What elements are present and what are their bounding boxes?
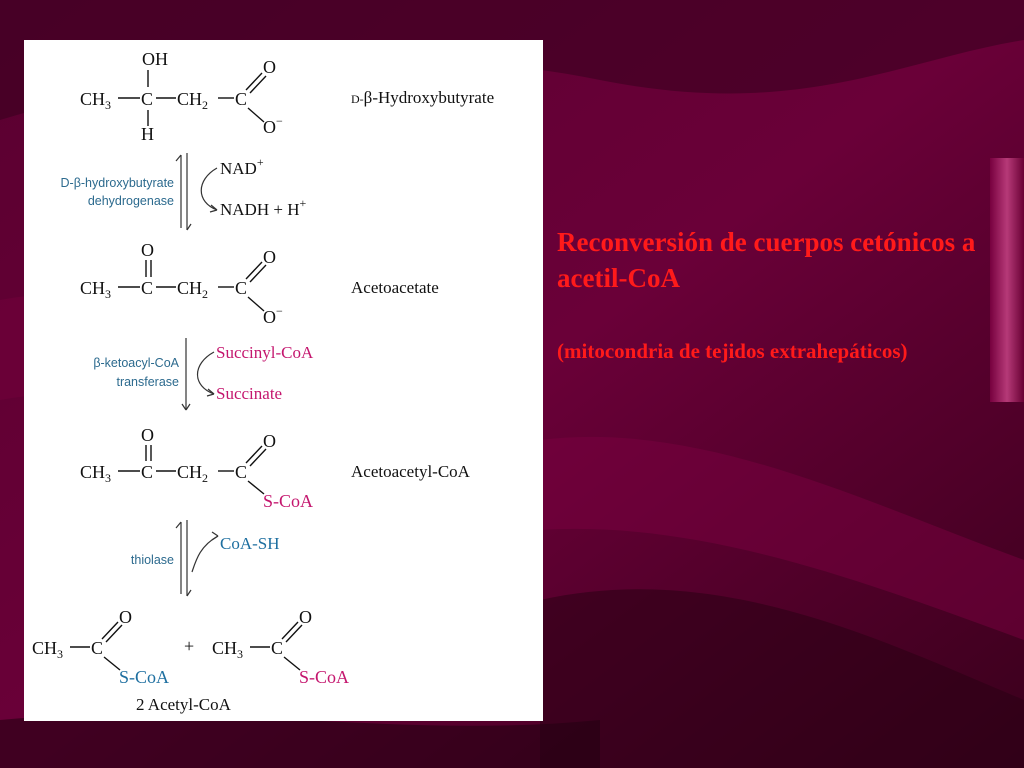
carbonyl-o-label: O [299, 607, 312, 627]
compound-name-acetyl-coa: 2 Acetyl-CoA [136, 695, 232, 714]
c-label: C [141, 278, 153, 298]
oh-label: OH [142, 49, 168, 69]
acetyl-coa-structure-2: CH3 C O S-CoA [212, 607, 349, 687]
ch3-label: CH3 [80, 462, 111, 485]
compound-name-hydroxybutyrate: D-β-Hydroxybutyrate [351, 88, 494, 107]
ch2-label: CH2 [177, 278, 208, 301]
ketone-o-label: O [141, 240, 154, 260]
cofactor-out-nadh: NADH + H+ [220, 196, 306, 219]
c-label: C [141, 89, 153, 109]
ch3-label: CH3 [80, 278, 111, 301]
cofactor-in-nad: NAD+ [220, 155, 264, 178]
compound-name-acetoacetyl-coa: Acetoacetyl-CoA [351, 462, 471, 481]
carbonyl-o-label: O [263, 247, 276, 267]
acetoacetyl-coa-structure: O CH3 C CH2 C O S-CoA [80, 425, 313, 511]
h-label: H [141, 124, 154, 144]
compound-name-acetoacetate: Acetoacetate [351, 278, 439, 297]
c-label: C [271, 638, 283, 658]
carboxyl-c-label: C [235, 89, 247, 109]
slide-title: Reconversión de cuerpos cetónicos a acet… [557, 227, 976, 293]
ch3-label: CH3 [212, 638, 243, 661]
cofactor-in-succinyl-coa: Succinyl-CoA [216, 343, 314, 362]
c-label: C [141, 462, 153, 482]
hydroxybutyrate-structure: OH CH3 C CH2 C H O O− [80, 49, 283, 144]
carbonyl-o-label: O [263, 431, 276, 451]
enzyme-label-dehydrogenase-line2: dehydrogenase [88, 194, 174, 208]
ch2-label: CH2 [177, 462, 208, 485]
enzyme-label-dehydrogenase-line1: D-β-hydroxybutyrate [61, 176, 175, 190]
cofactor-in-coa-sh: CoA-SH [220, 534, 280, 553]
ch2-label: CH2 [177, 89, 208, 112]
carboxyl-c-label: C [235, 278, 247, 298]
enzyme-label-transferase-line2: transferase [116, 375, 179, 389]
enzyme-label-transferase-line1: β-ketoacyl-CoA [93, 356, 179, 370]
pathway-diagram: OH CH3 C CH2 C H O O− D-β-Hydroxybutyrat… [32, 49, 494, 714]
carbonyl-o-label: O [263, 57, 276, 77]
o-minus-label: O− [263, 304, 283, 327]
ch3-label: CH3 [80, 89, 111, 112]
acetoacetate-structure: O CH3 C CH2 C O O− [80, 240, 283, 327]
carbonyl-o-label: O [119, 607, 132, 627]
c-label: C [91, 638, 103, 658]
thioester-c-label: C [235, 462, 247, 482]
s-coa-label: S-CoA [263, 491, 313, 511]
plus-sign: + [184, 636, 194, 656]
cofactor-out-succinate: Succinate [216, 384, 282, 403]
step-2-arrows [181, 338, 215, 411]
step-1-arrows [175, 153, 218, 231]
enzyme-label-thiolase: thiolase [131, 553, 174, 567]
ch3-label: CH3 [32, 638, 63, 661]
step-3-arrows [175, 520, 219, 597]
s-coa-label: S-CoA [299, 667, 349, 687]
s-coa-label: S-CoA [119, 667, 169, 687]
ketone-o-label: O [141, 425, 154, 445]
slide-subtitle: (mitocondria de tejidos extrahepáticos) [557, 339, 908, 363]
pathway-figure: OH CH3 C CH2 C H O O− D-β-Hydroxybutyrat… [24, 40, 543, 721]
o-minus-label: O− [263, 114, 283, 137]
acetyl-coa-structure-1: CH3 C O S-CoA [32, 607, 169, 687]
